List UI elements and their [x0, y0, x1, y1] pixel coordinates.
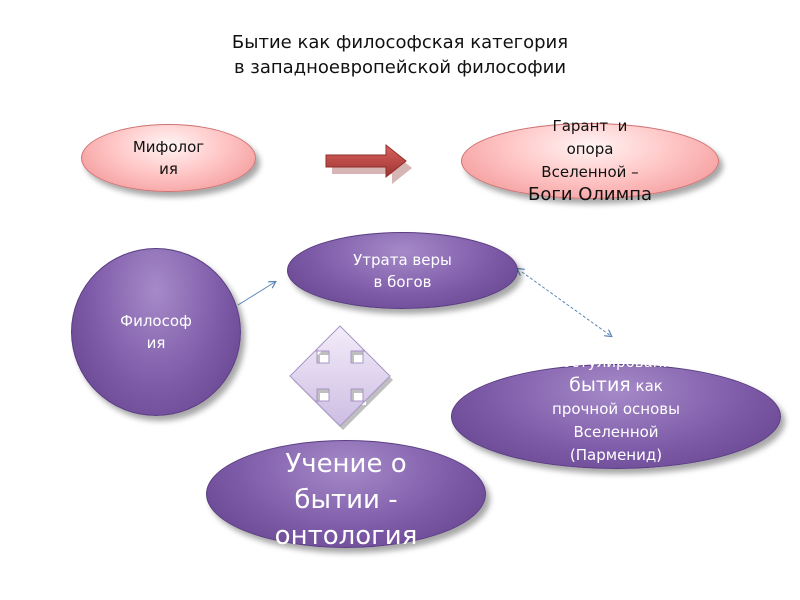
node-ontology-line-2: бытии - [294, 485, 398, 515]
node-postulation-line-3: прочной основы [552, 400, 680, 418]
node-philosophy-line-2: ия [146, 334, 166, 352]
node-ontology [206, 440, 486, 548]
node-postulation-line-2: бытия как [451, 374, 781, 398]
node-guarantor [461, 123, 719, 199]
node-mythology-line-1: Мифолог [132, 138, 205, 156]
node-postulation [451, 364, 781, 469]
node-postulation-text: Постулирование бытия как прочной основы … [451, 351, 781, 467]
node-loss-of-faith-line-2: в богов [373, 272, 432, 291]
node-mythology-line-2: ия [159, 160, 178, 178]
node-philosophy: Философ ия [71, 248, 241, 416]
node-guarantor-text: Гарант и опора Вселенной – Боги Олимпа [461, 115, 719, 206]
connector-arrow-philosophy-loss [237, 282, 275, 306]
title-line-2: в западноевропейской философии [233, 57, 567, 78]
node-postulation-as: как [630, 377, 663, 395]
node-ontology-line-3: онтология [274, 521, 418, 551]
node-postulation-line-1: Постулирование [550, 353, 682, 371]
node-ontology-line-1: Учение о [285, 449, 407, 479]
node-postulation-being: бытия [569, 374, 631, 396]
right-arrow-icon [325, 143, 412, 184]
node-guarantor-line-2: опора [566, 140, 614, 158]
node-ontology-text: Учение о бытии - онтология [206, 446, 486, 554]
node-guarantor-line-1: Гарант и [552, 117, 628, 135]
node-postulation-line-5: (Парменид) [569, 446, 663, 464]
node-guarantor-line-4: Боги Олимпа [528, 184, 652, 205]
connector-arrow-loss-postulation [522, 272, 611, 336]
title-line-1: Бытие как философская категория [231, 32, 569, 53]
node-mythology: Мифолог ия [81, 124, 256, 192]
four-way-arrow-icon [289, 325, 393, 430]
node-postulation-line-4: Вселенной [573, 423, 659, 441]
node-loss-of-faith-line-1: Утрата веры [353, 250, 452, 269]
node-guarantor-line-3: Вселенной – [541, 163, 639, 181]
node-philosophy-line-1: Философ [120, 312, 192, 330]
node-loss-of-faith: Утрата веры в богов [287, 232, 518, 309]
slide-title: Бытие как философская категория в западн… [0, 30, 800, 80]
